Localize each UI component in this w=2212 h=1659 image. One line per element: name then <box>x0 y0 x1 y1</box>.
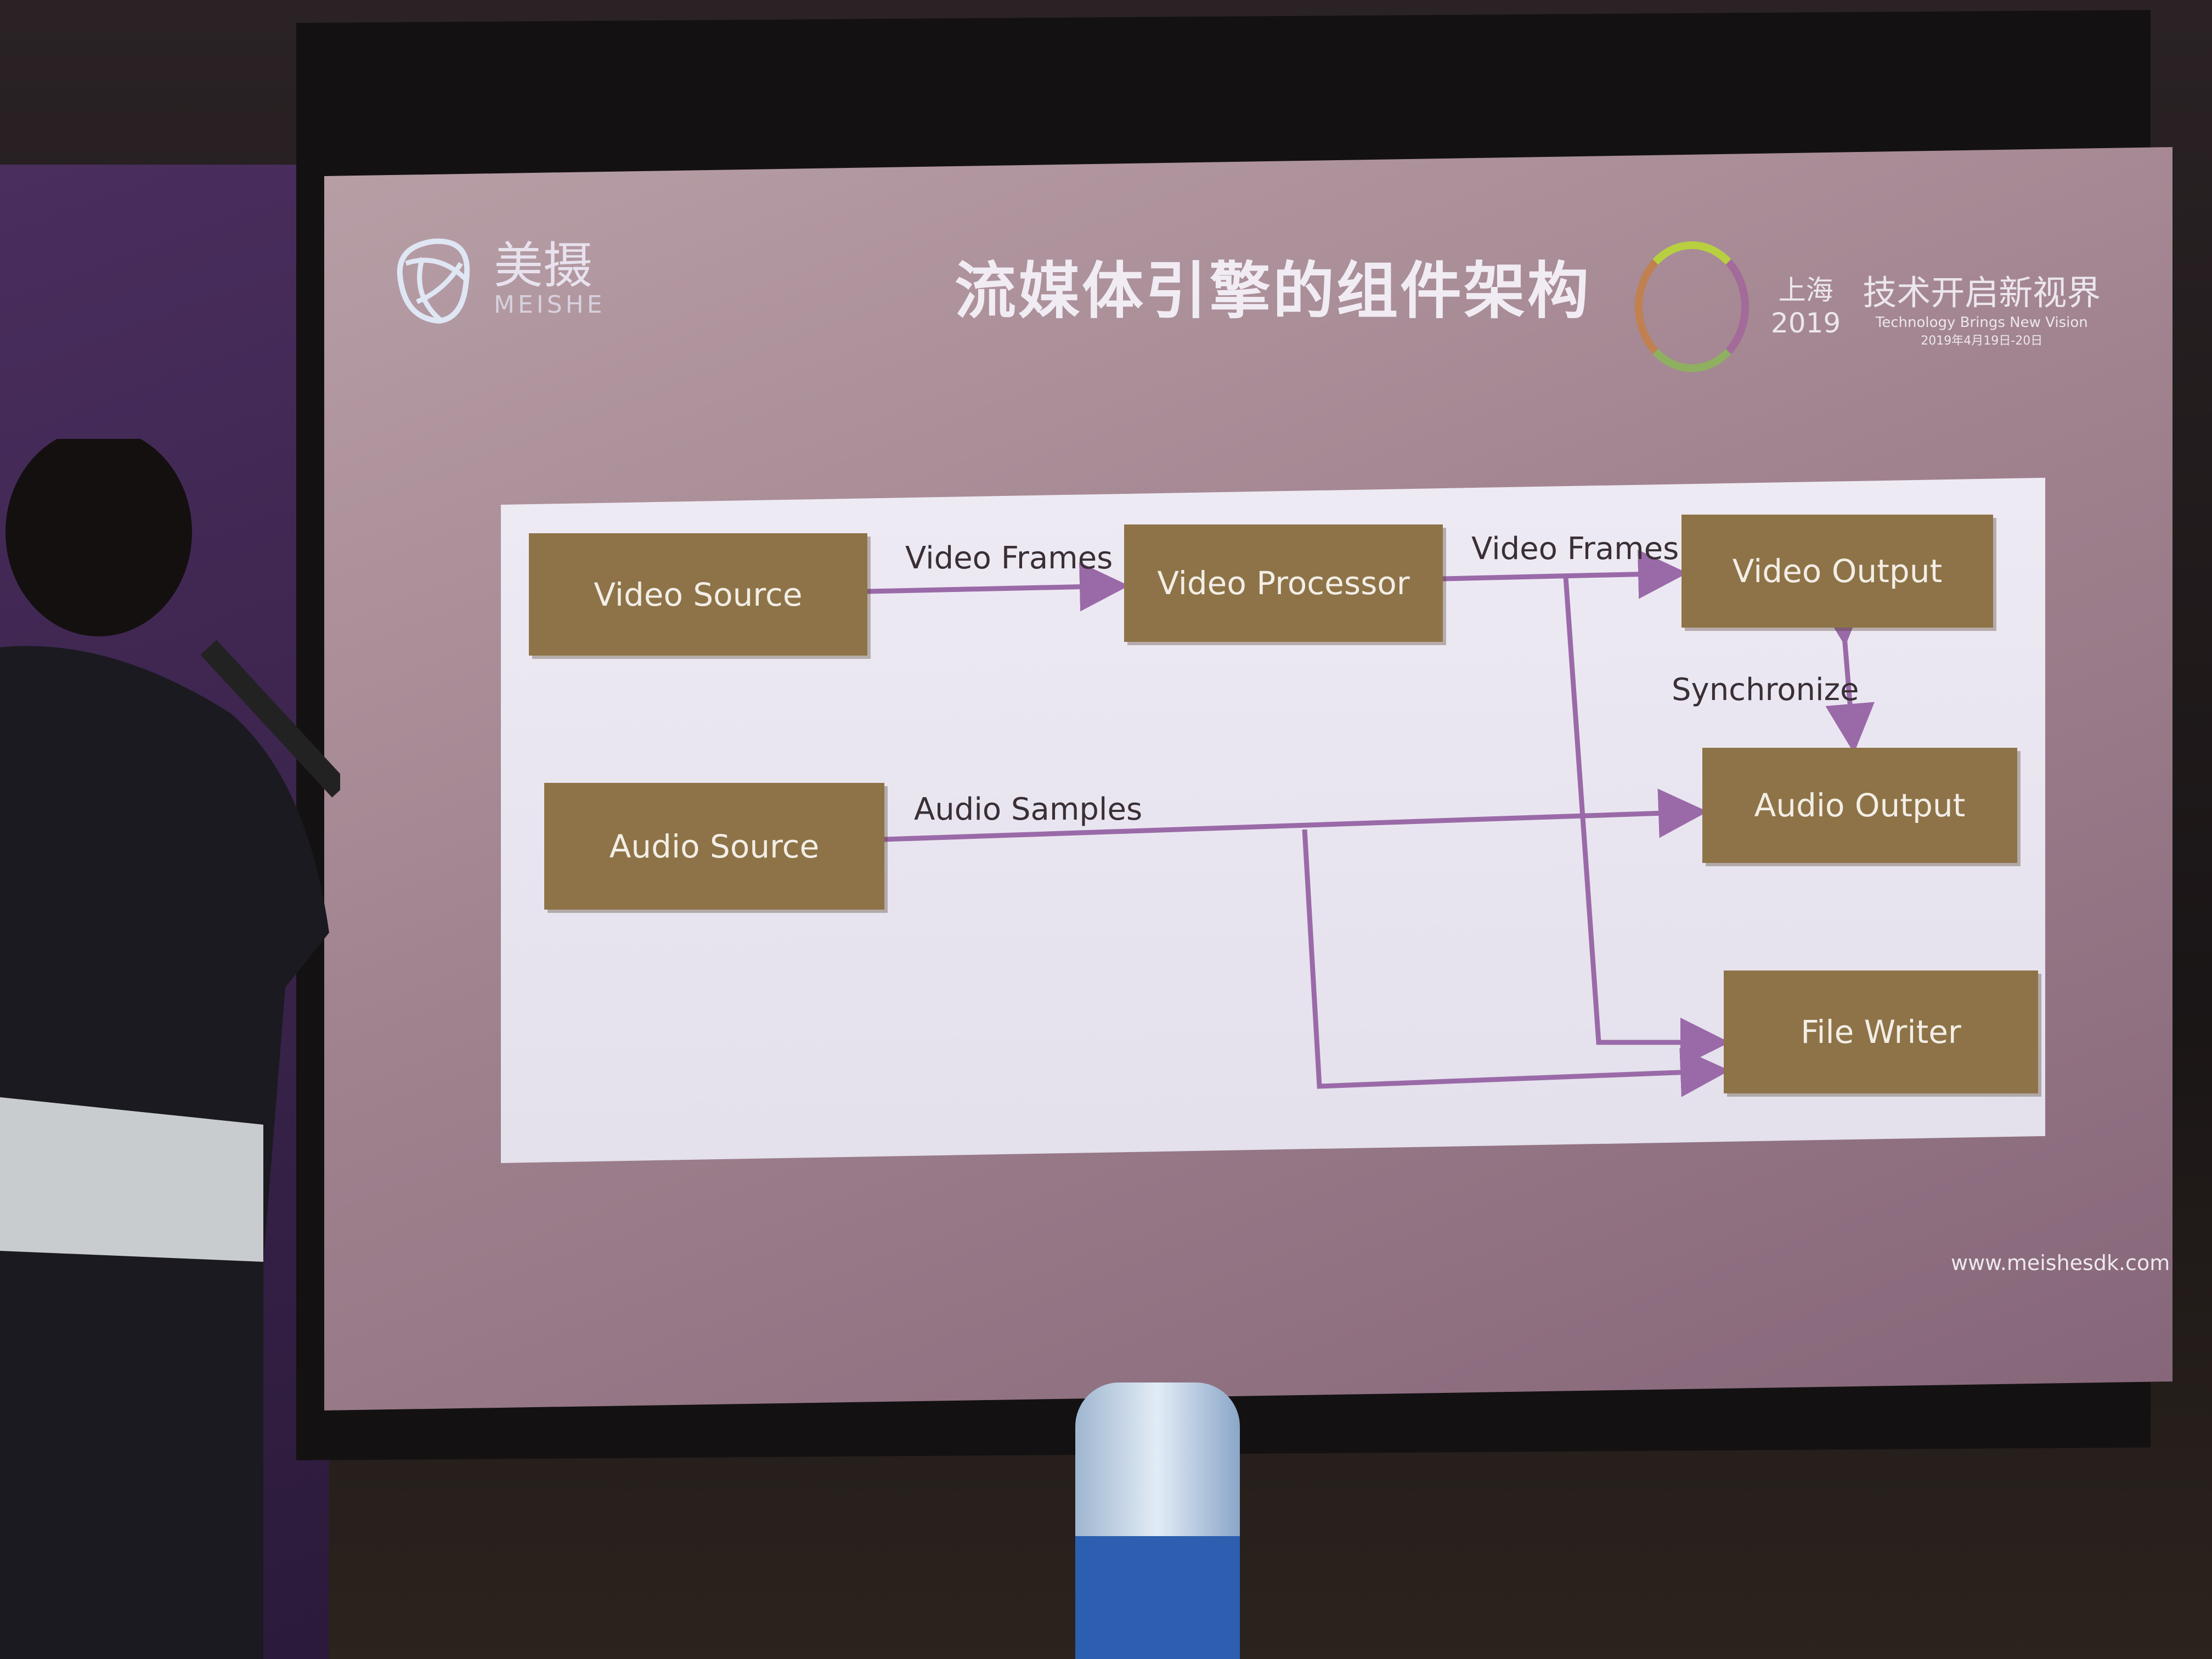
node-audio-source: Audio Source <box>544 783 884 910</box>
edge-synchronize <box>1816 595 1875 753</box>
edge-audio-source-to-file-writer <box>1302 829 1730 1097</box>
logo-text-cn: 美摄 <box>494 236 592 295</box>
event-city: 上海 <box>1778 274 1833 306</box>
edge-audio-source-to-audio-output <box>884 788 1708 842</box>
node-file-writer: File Writer <box>1724 970 2038 1093</box>
node-video-output: Video Output <box>1681 515 1993 628</box>
slide-title: 流媒体引擎的组件架构 <box>955 256 1591 327</box>
edge-label-video-frames-2: Video Frames <box>1471 531 1679 567</box>
node-audio-output: Audio Output <box>1702 748 2017 863</box>
event-date: 2019年4月19日-20日 <box>1921 334 2043 348</box>
node-video-source: Video Source <box>529 533 867 656</box>
event-branding: 上海 2019 技术开启新视界 Technology Brings New Vi… <box>1635 241 2101 372</box>
edge-label-audio-samples: Audio Samples <box>914 792 1143 827</box>
edge-label-synchronize: Synchronize <box>1672 672 1859 708</box>
water-bottle-label <box>1075 1536 1240 1659</box>
meishe-logo: 美摄 MEISHE <box>390 230 606 329</box>
edge-processor-to-file-writer <box>1563 577 1730 1067</box>
slogan-en: Technology Brings New Vision <box>1875 314 2088 331</box>
edge-video-source-to-processor <box>867 562 1129 612</box>
logo-text-en: MEISHE <box>494 290 606 319</box>
edge-label-video-frames-1: Video Frames <box>905 540 1113 576</box>
node-video-processor: Video Processor <box>1124 524 1443 642</box>
slogan-cn: 技术开启新视界 <box>1863 273 2101 313</box>
presenter-silhouette <box>0 439 340 1659</box>
edge-processor-to-video-output <box>1442 549 1688 599</box>
event-year: 2019 <box>1771 307 1841 339</box>
meishe-logo-icon <box>397 238 470 324</box>
slide-url: www.meishesdk.com <box>1951 1251 2170 1275</box>
